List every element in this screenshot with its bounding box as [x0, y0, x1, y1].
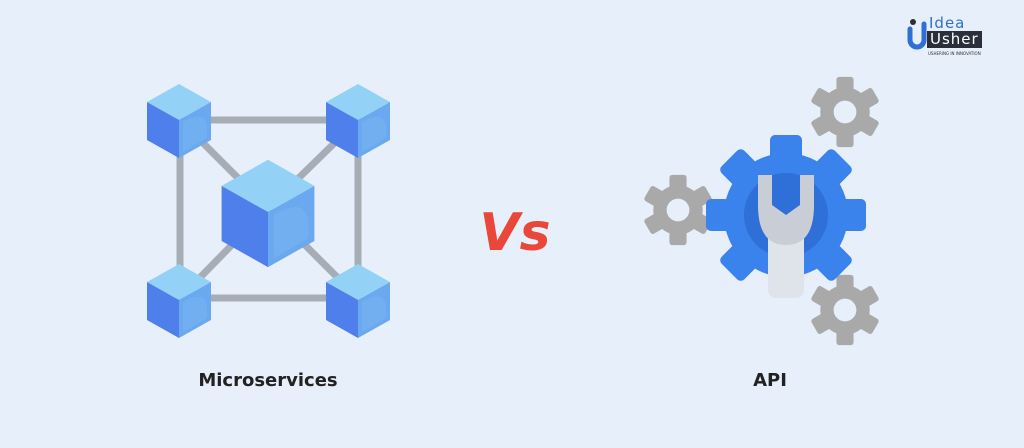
wrench-icon	[758, 175, 814, 298]
small-gear-icon	[810, 274, 880, 346]
vs-text: Vs	[479, 203, 550, 263]
api-label: API	[753, 370, 787, 391]
cube-icon	[326, 84, 390, 158]
logo-word-idea: Idea	[929, 14, 966, 32]
idea-usher-logo: Idea Usher USHERING IN INNOVATION	[905, 14, 1005, 58]
api-gear-wrench-icon	[643, 76, 880, 346]
microservices-network-icon	[147, 84, 390, 338]
small-gear-icon	[810, 76, 880, 148]
cube-icon	[147, 84, 211, 158]
small-gear-icon	[643, 174, 713, 246]
microservices-label: Microservices	[198, 370, 338, 391]
logo-mark-icon	[907, 19, 927, 50]
logo-word-usher: Usher	[927, 31, 982, 48]
logo-tagline: USHERING IN INNOVATION	[928, 51, 981, 56]
